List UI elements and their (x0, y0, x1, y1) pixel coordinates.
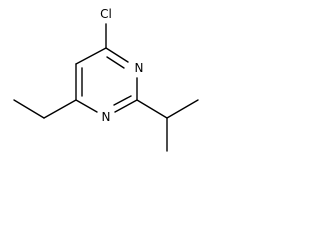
bond-n1-c2 (114, 99, 138, 113)
bond-n1-c2-inner (113, 95, 132, 106)
bond-n3-c4-inner (106, 56, 125, 69)
bond-c4-c5 (75, 47, 107, 65)
bond-c6-ethyl-ch2 (43, 99, 77, 119)
atom-label-cl: Cl (100, 7, 112, 21)
bond-c2-isopropyl-ch (136, 99, 168, 119)
bond-isopropyl-ch3-right (166, 99, 199, 119)
structure-diagram: Cl N N (13, 7, 199, 152)
bond-ethyl-ch2-ch3 (13, 99, 45, 119)
atom-label-n1: N (102, 110, 111, 124)
bond-c6-n1 (75, 99, 98, 113)
atom-label-n3: N (135, 61, 144, 75)
bond-n3-c4 (105, 47, 129, 63)
